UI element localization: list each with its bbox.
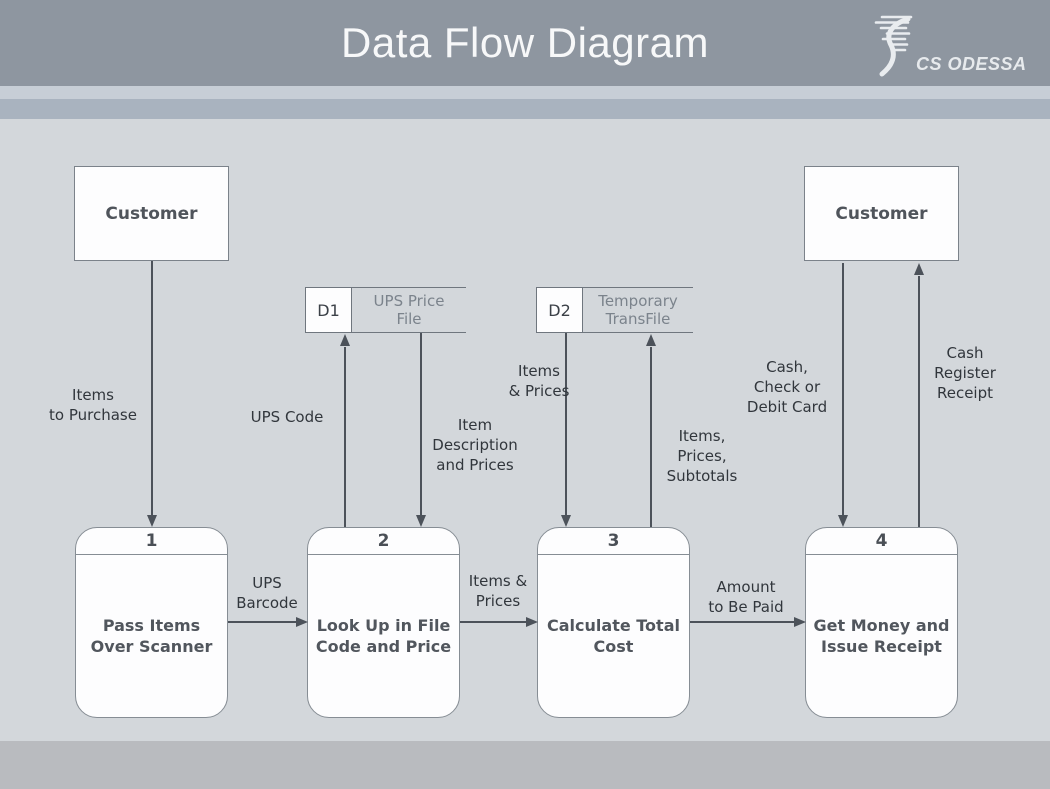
process-4: 4 Get Money and Issue Receipt [805, 527, 958, 718]
flow-label-cash-check-debit: Cash, Check or Debit Card [746, 358, 828, 416]
process-2-label: Look Up in File Code and Price [315, 615, 452, 656]
logo-text: CS ODESSA [916, 54, 1027, 74]
process-1-label: Pass Items Over Scanner [90, 615, 213, 656]
arrowhead-into-d2 [646, 334, 656, 346]
process-4-label: Get Money and Issue Receipt [813, 615, 950, 656]
flow-label-amount-to-be-paid: Amount to Be Paid [708, 578, 784, 616]
arrowhead-into-p3-top [561, 515, 571, 527]
flow-label-ups-barcode: UPS Barcode [236, 574, 298, 612]
header-divider-mid [0, 99, 1050, 119]
arrowhead-into-p3-left [526, 617, 538, 627]
process-1: 1 Pass Items Over Scanner [75, 527, 228, 718]
connector-p4-to-customer [918, 276, 920, 527]
flow-label-item-description: Item Description and Prices [432, 416, 518, 474]
arrowhead-into-p4-left [794, 617, 806, 627]
connector-p3-to-p4 [690, 621, 794, 623]
connector-customer-to-p1 [151, 261, 153, 515]
datastore-d1: D1 UPS Price File [305, 287, 466, 333]
flow-label-items-prices-subtotals: Items, Prices, Subtotals [666, 427, 738, 485]
datastore-d2-name: Temporary TransFile [583, 287, 693, 333]
connector-d2-to-p3 [565, 333, 567, 515]
flow-label-ups-code: UPS Code [250, 408, 324, 426]
datastore-d2: D2 Temporary TransFile [536, 287, 693, 333]
arrowhead-into-p1 [147, 515, 157, 527]
entity-customer-right: Customer [804, 166, 959, 261]
process-4-number: 4 [806, 528, 957, 555]
arrowhead-into-p2-top [416, 515, 426, 527]
connector-p2-to-d1 [344, 347, 346, 527]
process-2-number: 2 [308, 528, 459, 555]
connector-p3-to-d2 [650, 347, 652, 527]
flow-label-cash-register-receipt: Cash Register Receipt [934, 344, 996, 402]
process-3-number: 3 [538, 528, 689, 555]
arrowhead-into-d1 [340, 334, 350, 346]
header-divider-light [0, 86, 1050, 99]
cs-odessa-logo: CS ODESSA [864, 10, 1034, 80]
datastore-d1-name: UPS Price File [352, 287, 466, 333]
header-bar [0, 0, 1050, 86]
arrowhead-into-p4 [838, 515, 848, 527]
process-3-label: Calculate Total Cost [547, 615, 680, 656]
process-1-number: 1 [76, 528, 227, 555]
flow-label-items-prices: Items & Prices [468, 572, 528, 610]
datastore-d2-id: D2 [536, 287, 583, 333]
arrowhead-into-customer-right [914, 263, 924, 275]
tornado-icon [874, 15, 913, 77]
flow-label-items-to-purchase: Items to Purchase [49, 386, 137, 424]
flow-label-items-prices-store: Items & Prices [508, 362, 570, 400]
entity-customer-left: Customer [74, 166, 229, 261]
page-title: Data Flow Diagram [341, 19, 709, 66]
connector-d1-to-p2 [420, 333, 422, 515]
arrowhead-into-p2-left [296, 617, 308, 627]
connector-p2-to-p3 [460, 621, 526, 623]
connector-p1-to-p2 [228, 621, 296, 623]
process-2: 2 Look Up in File Code and Price [307, 527, 460, 718]
process-3: 3 Calculate Total Cost [537, 527, 690, 718]
footer-band [0, 741, 1050, 789]
connector-customer-to-p4 [842, 263, 844, 515]
datastore-d1-id: D1 [305, 287, 352, 333]
